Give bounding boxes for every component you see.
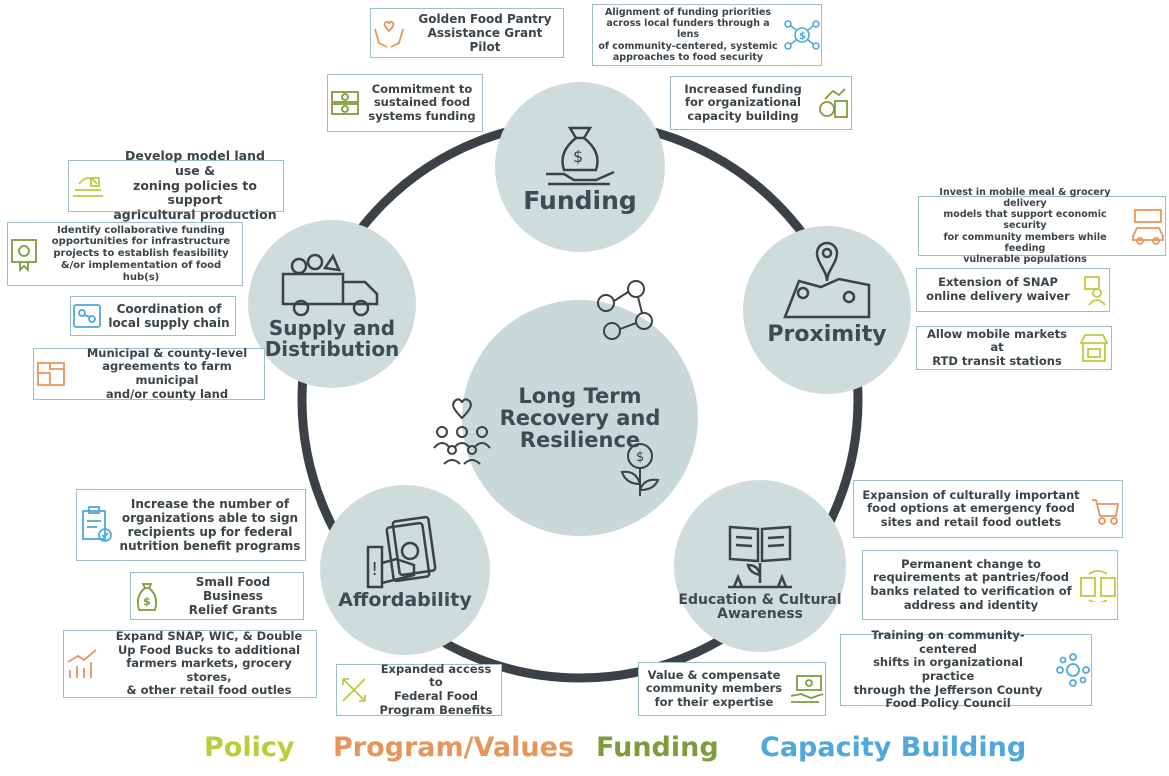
document-exchange-icon bbox=[1080, 570, 1116, 602]
delivery-person-icon bbox=[1084, 276, 1106, 306]
cash-hand-icon bbox=[790, 675, 824, 703]
farm-field-icon bbox=[73, 177, 103, 197]
legend-policy: Policy bbox=[204, 732, 295, 763]
svg-text:$: $ bbox=[573, 147, 583, 166]
book-sprout-icon bbox=[728, 525, 792, 588]
cash-in-hand-icon: ! bbox=[366, 515, 437, 589]
market-stall-icon bbox=[1079, 334, 1109, 362]
proximity-hub: Proximity bbox=[743, 226, 911, 394]
funding-hub: $ Funding bbox=[495, 82, 665, 252]
svg-text:$: $ bbox=[636, 450, 644, 465]
center-hub: Long Term Recovery and Resilience bbox=[462, 300, 698, 536]
hands-heart-icon bbox=[374, 20, 404, 48]
network-icon bbox=[597, 280, 653, 340]
plant-money-icon: $ bbox=[620, 443, 660, 496]
growth-chart-icon bbox=[67, 649, 97, 678]
legend-capacity: Capacity Building bbox=[760, 732, 1027, 763]
map-pin-icon bbox=[783, 241, 871, 319]
food-truck-icon bbox=[1132, 209, 1164, 245]
svg-text:$: $ bbox=[143, 595, 151, 608]
map-plot-icon bbox=[37, 362, 65, 386]
svg-text:!: ! bbox=[371, 559, 378, 580]
affordability-title: Affordability bbox=[338, 589, 472, 612]
supply-chain-icon bbox=[73, 304, 101, 328]
community-icon bbox=[433, 398, 491, 465]
network-dollar-icon: $ bbox=[784, 20, 820, 50]
legend-funding: Funding bbox=[596, 732, 719, 763]
grocery-cart-icon bbox=[1092, 499, 1120, 525]
education-hub: Education & Cultural Awareness bbox=[674, 480, 846, 652]
growth-coins-icon bbox=[819, 88, 848, 118]
center-title: Long Term Recovery and Resilience bbox=[499, 383, 661, 453]
svg-text:$: $ bbox=[799, 31, 806, 42]
money-bag-icon: $ bbox=[136, 583, 158, 611]
affordability-hub: ! Affordability bbox=[320, 485, 490, 655]
group-circle-icon bbox=[1056, 653, 1090, 687]
clipboard-check-icon bbox=[82, 506, 112, 542]
supply-hub: Supply and Distribution bbox=[248, 220, 416, 388]
supply-title: Supply and Distribution bbox=[264, 316, 400, 361]
legend-program: Program/Values bbox=[333, 732, 575, 763]
expand-arrows-icon bbox=[342, 678, 366, 702]
certificate-icon bbox=[11, 239, 37, 272]
box-mobile-meal: Invest in mobile meal & grocery delivery… bbox=[918, 187, 1166, 265]
funding-title: Funding bbox=[523, 185, 637, 215]
money-bag-hand-icon: $ bbox=[546, 126, 615, 185]
education-title: Education & Cultural Awareness bbox=[678, 591, 842, 623]
delivery-truck-icon bbox=[281, 253, 379, 317]
box-land-use: Develop model land use &zoning policies … bbox=[68, 148, 284, 222]
money-stack-icon bbox=[331, 91, 359, 115]
proximity-title: Proximity bbox=[767, 321, 887, 347]
